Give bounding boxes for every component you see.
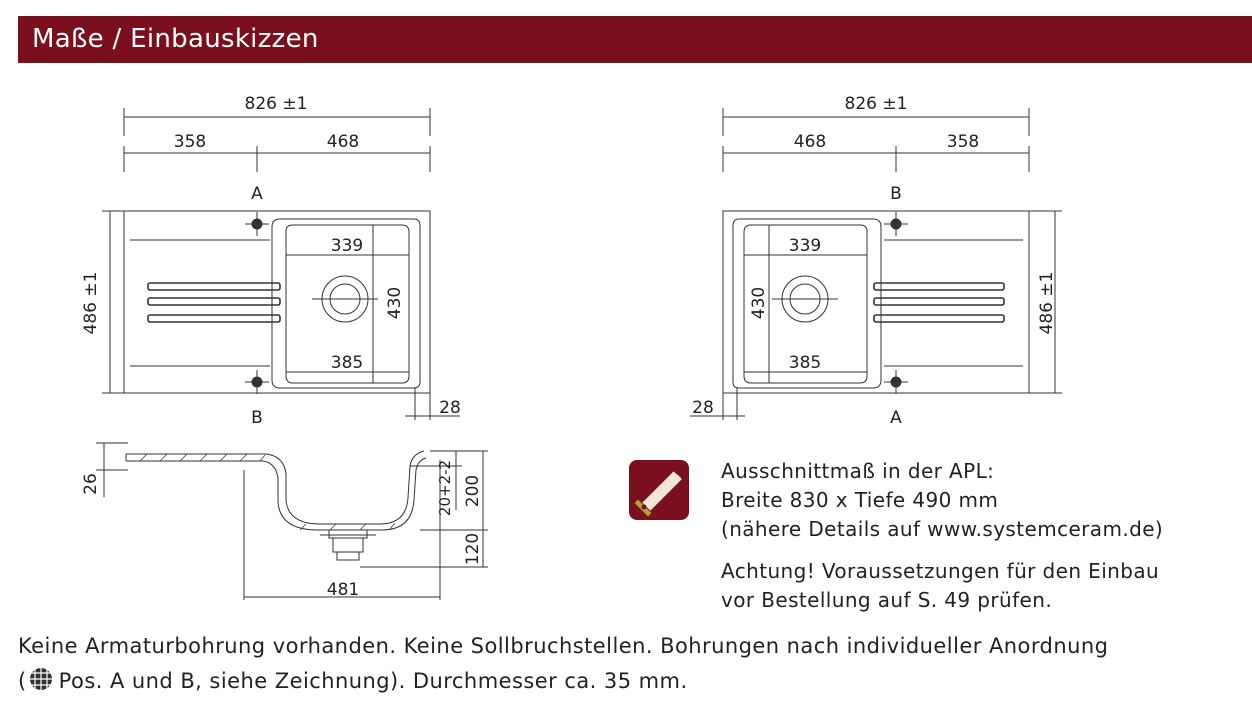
left-edge-offset: 28: [439, 398, 461, 418]
left-bowl-inner-width: 339: [331, 236, 363, 256]
left-bowl-length: 430: [385, 287, 405, 319]
right-segment-right: 358: [947, 132, 979, 152]
section-title: Maße / Einbauskizzen: [32, 24, 319, 54]
cutout-info-line-2: Breite 830 x Tiefe 490 mm: [721, 488, 999, 512]
cutout-info-line-1: Ausschnittmaß in der APL:: [721, 459, 995, 483]
right-total-width: 826 ±1: [845, 94, 908, 114]
warning-line-2: vor Bestellung auf S. 49 prüfen.: [721, 588, 1053, 612]
right-bowl-bottom-width: 385: [789, 353, 821, 373]
section-rim-offset: 20+2-2: [436, 460, 454, 516]
left-hole-bottom-label: B: [251, 408, 263, 428]
section-view: [96, 442, 488, 600]
left-hole-top-label: A: [251, 184, 263, 204]
section-drain-height: 120: [463, 533, 483, 565]
saw-icon: [629, 460, 689, 520]
section-bowl-depth: 200: [463, 475, 483, 507]
footer-paren: (: [18, 669, 27, 693]
drill-position-icon: [29, 668, 52, 690]
left-bowl-bottom-width: 385: [331, 353, 363, 373]
right-bowl-length: 430: [749, 287, 769, 319]
left-total-width: 826 ±1: [245, 94, 308, 114]
right-hole-bottom-label: A: [890, 408, 902, 428]
right-segment-left: 468: [794, 132, 826, 152]
footer-line-2: ( Pos. A und B, siehe Zeichnung). Durchm…: [18, 666, 688, 696]
section-rim-height: 26: [81, 473, 101, 495]
section-outer-width: 481: [327, 580, 359, 600]
left-segment-left: 358: [174, 132, 206, 152]
left-plan-view: [102, 108, 460, 420]
right-edge-offset: 28: [692, 398, 714, 418]
footer-line-1: Keine Armaturbohrung vorhanden. Keine So…: [18, 634, 1109, 658]
right-hole-top-label: B: [890, 184, 902, 204]
left-height: 486 ±1: [81, 272, 101, 335]
footer-line-2-text: Pos. A und B, siehe Zeichnung). Durchmes…: [58, 669, 688, 693]
right-bowl-inner-width: 339: [789, 236, 821, 256]
left-segment-right: 468: [327, 132, 359, 152]
warning-line-1: Achtung! Voraussetzungen für den Einbau: [721, 559, 1160, 583]
right-height: 486 ±1: [1037, 272, 1057, 335]
cutout-info-line-3: (nähere Details auf www.systemceram.de): [721, 517, 1164, 541]
section-header: Maße / Einbauskizzen: [18, 16, 1252, 63]
right-plan-view: [690, 108, 1062, 420]
